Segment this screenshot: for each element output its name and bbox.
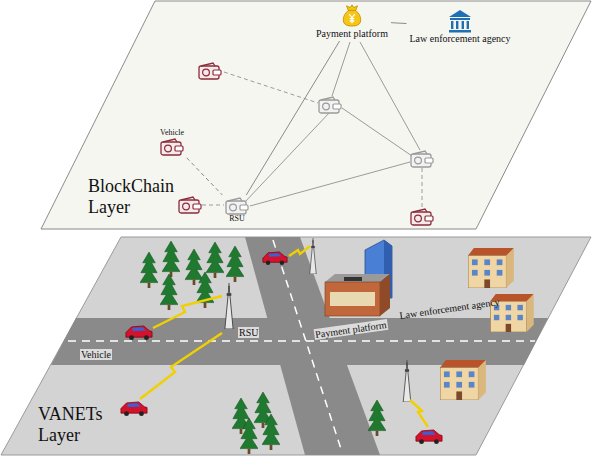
vehicle-wallet-node: Vehicle — [158, 128, 186, 157]
wallets — [179, 63, 433, 225]
institution-icon — [447, 9, 473, 33]
vehicle-wallet-icon — [160, 138, 184, 156]
store-building — [325, 274, 390, 316]
node-label: RSU — [229, 215, 245, 224]
vehicles — [121, 252, 442, 444]
tree — [160, 274, 178, 310]
tree — [140, 252, 158, 288]
link — [244, 112, 330, 203]
label-holder: Law enforcement agency — [398, 298, 501, 316]
vehicle-label: Vehicle — [80, 349, 112, 360]
law-enforcement-node: Law enforcement agency — [407, 8, 512, 45]
payment-platform-node: Payment platform — [314, 1, 390, 40]
network-link — [187, 158, 223, 195]
road — [245, 237, 380, 455]
wireless-bolt — [410, 400, 428, 427]
rsu-label: RSU — [238, 327, 259, 338]
link — [342, 108, 412, 156]
trees — [140, 241, 386, 454]
dashed-link — [422, 168, 423, 208]
link — [250, 162, 410, 206]
apartment — [440, 360, 486, 400]
wireless-bolt — [289, 246, 310, 256]
store-front — [325, 282, 380, 316]
lane-mark — [68, 340, 535, 342]
network-link — [246, 41, 339, 195]
vehicle-wallet — [179, 197, 201, 213]
label-holder: Payment platform — [314, 319, 388, 337]
store-window — [330, 292, 375, 306]
car — [121, 402, 147, 416]
wireless-bolt — [140, 333, 222, 399]
store-side — [380, 274, 390, 316]
buildings — [325, 240, 534, 400]
tree — [262, 414, 280, 450]
node-label: Law enforcement agency — [409, 33, 510, 44]
tree — [206, 242, 224, 278]
blockchain-layer-plane: BlockChain Layer Payment platform Law enfo… — [40, 0, 592, 230]
roads — [51, 237, 548, 455]
tree — [368, 400, 386, 436]
node-label: Payment platform — [316, 28, 388, 39]
label-holder: RSU — [238, 322, 259, 340]
wireless-bolt — [153, 296, 222, 328]
node-icon — [340, 2, 364, 28]
rsu-wallet — [319, 97, 341, 113]
node-icon — [160, 138, 184, 156]
layer-title: BlockChain Layer — [88, 176, 188, 217]
node-icon — [447, 9, 473, 33]
rsu-tower — [225, 283, 233, 329]
store-sign — [344, 277, 362, 281]
tree — [162, 241, 180, 277]
blockchain-links — [202, 42, 422, 208]
dashed-link — [224, 72, 318, 103]
car — [126, 326, 152, 340]
dashed-link — [202, 205, 224, 206]
node-label: Vehicle — [160, 129, 184, 138]
node-icon — [225, 197, 249, 215]
link — [332, 42, 350, 96]
rsu-wallet-icon — [225, 197, 249, 215]
car — [416, 430, 442, 444]
rsu-tower — [310, 238, 316, 274]
tree — [226, 246, 244, 282]
label-holder: Vehicle — [80, 344, 112, 362]
tree — [240, 418, 258, 454]
apartment — [468, 248, 514, 288]
lane-mark — [273, 240, 342, 452]
rsu-wallet — [411, 151, 433, 167]
vehicle-wallet — [199, 63, 221, 79]
store-roof — [325, 274, 390, 282]
vehicle-wallet — [411, 209, 433, 225]
rsu-towers — [225, 238, 411, 402]
building-label: Payment platform — [314, 319, 389, 340]
wireless-links — [140, 246, 428, 427]
layer-title: VANETs Layer — [38, 404, 118, 445]
network-link — [391, 22, 407, 24]
link — [360, 42, 420, 150]
car — [263, 252, 287, 265]
money-bag-icon — [340, 2, 364, 28]
rsu-wallet-node: RSU — [223, 196, 251, 225]
rsu-tower — [403, 360, 411, 402]
